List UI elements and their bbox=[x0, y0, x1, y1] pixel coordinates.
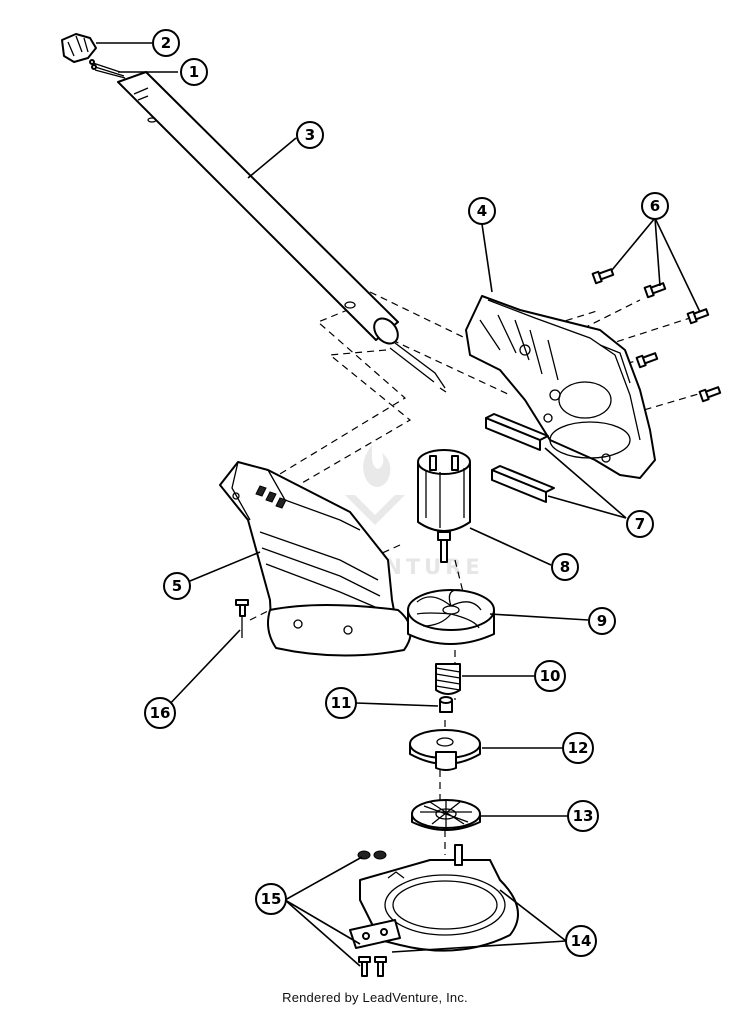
leader-lines bbox=[96, 42, 701, 967]
callout-8: 8 bbox=[551, 553, 579, 581]
svg-text:15: 15 bbox=[261, 890, 282, 908]
part-10-spring bbox=[435, 663, 461, 695]
part-5-cover bbox=[219, 461, 412, 657]
callout-2: 2 bbox=[152, 29, 180, 57]
callout-5: 5 bbox=[163, 572, 191, 600]
part-13-spool-cover bbox=[411, 799, 481, 831]
svg-text:2: 2 bbox=[161, 34, 171, 52]
part-8-motor bbox=[417, 449, 471, 563]
callout-9: 9 bbox=[588, 607, 616, 635]
part-4-housing bbox=[465, 295, 656, 479]
svg-text:9: 9 bbox=[597, 612, 607, 630]
callout-13: 13 bbox=[567, 800, 599, 832]
callout-6: 6 bbox=[641, 192, 669, 220]
part-12-spool bbox=[409, 729, 481, 771]
part-11-nut bbox=[439, 696, 453, 713]
part-16-screw bbox=[235, 599, 249, 638]
callout-16: 16 bbox=[144, 697, 176, 729]
svg-text:8: 8 bbox=[560, 558, 570, 576]
svg-text:16: 16 bbox=[150, 704, 171, 722]
svg-text:4: 4 bbox=[477, 202, 487, 220]
svg-text:13: 13 bbox=[573, 807, 594, 825]
callout-4: 4 bbox=[468, 197, 496, 225]
svg-text:11: 11 bbox=[331, 694, 352, 712]
svg-text:3: 3 bbox=[305, 126, 315, 144]
callout-3: 3 bbox=[296, 121, 324, 149]
footer-credit: Rendered by LeadVenture, Inc. bbox=[282, 990, 468, 1005]
callout-12: 12 bbox=[562, 732, 594, 764]
part-14-guard bbox=[359, 844, 519, 952]
part-2-knob bbox=[61, 33, 97, 63]
svg-text:1: 1 bbox=[189, 63, 199, 81]
callout-11: 11 bbox=[325, 687, 357, 719]
svg-text:12: 12 bbox=[568, 739, 589, 757]
part-6-screws bbox=[591, 268, 722, 403]
svg-text:6: 6 bbox=[650, 197, 660, 215]
svg-text:10: 10 bbox=[540, 667, 561, 685]
part-3-tube bbox=[117, 71, 447, 393]
part-7-bars bbox=[485, 413, 555, 503]
part-15-fasteners bbox=[349, 850, 401, 977]
callout-15: 15 bbox=[255, 883, 287, 915]
callout-10: 10 bbox=[534, 660, 566, 692]
svg-text:7: 7 bbox=[635, 515, 645, 533]
svg-text:5: 5 bbox=[172, 577, 182, 595]
callout-14: 14 bbox=[565, 925, 597, 957]
part-9-fan bbox=[407, 589, 495, 645]
part-1-wires bbox=[89, 59, 126, 79]
callout-7: 7 bbox=[626, 510, 654, 538]
callout-1: 1 bbox=[180, 58, 208, 86]
svg-text:14: 14 bbox=[571, 932, 592, 950]
